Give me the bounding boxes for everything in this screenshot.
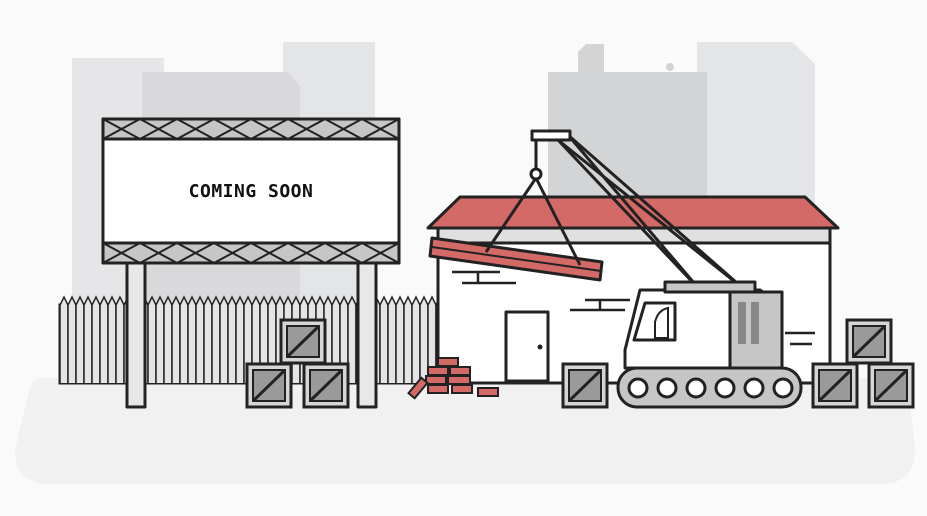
crate <box>302 362 350 409</box>
crate <box>845 318 893 365</box>
wheel <box>714 377 736 399</box>
wheel <box>772 377 794 399</box>
billboard-text: COMING SOON <box>189 181 314 202</box>
brick-pile <box>407 357 499 400</box>
billboard: COMING SOON <box>101 117 401 409</box>
crate <box>867 362 915 409</box>
crate <box>245 362 293 409</box>
wheel <box>656 377 678 399</box>
crate <box>279 318 327 365</box>
wheel <box>685 377 707 399</box>
wheel <box>743 377 765 399</box>
crates <box>245 318 915 409</box>
crane <box>484 129 803 409</box>
steel-beam <box>428 236 604 282</box>
crate <box>811 362 859 409</box>
crate <box>561 362 609 409</box>
wheel <box>627 377 649 399</box>
